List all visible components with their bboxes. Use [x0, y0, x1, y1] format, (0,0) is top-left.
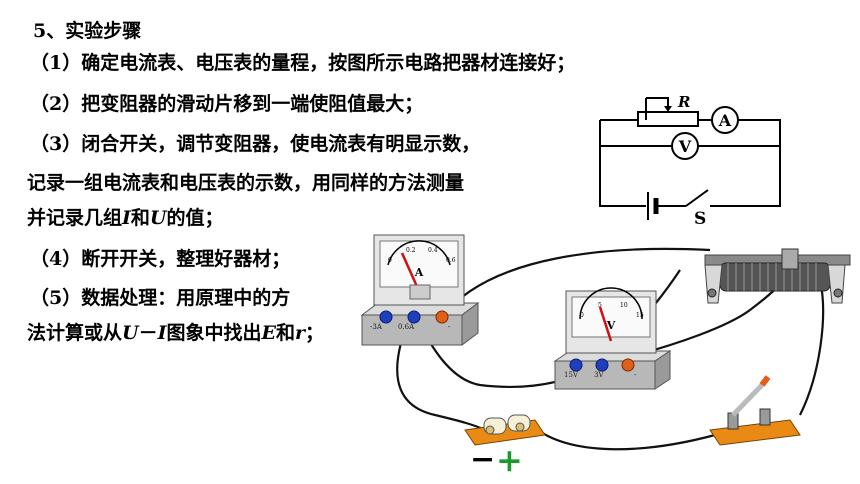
dash: －: [138, 322, 158, 344]
symbol-r: r: [295, 322, 306, 344]
apparatus-illustration: A 0 0.2 0.4 0.6 -3A 0.6A - V 0 5 10 15 1…: [360, 234, 851, 479]
switch-handle: [759, 375, 771, 387]
voltmeter-scale-1: 5: [598, 302, 602, 309]
ammeter-unit: A: [414, 266, 424, 279]
symbol-i: I: [157, 322, 167, 344]
resistor-label: R: [677, 93, 690, 111]
symbol-e: E: [261, 322, 276, 344]
step-3-text-b: 的值；: [166, 207, 224, 229]
ammeter-terminal-label-1: -3A: [370, 323, 383, 331]
voltmeter-symbol: [671, 132, 699, 160]
ammeter-label: A: [718, 111, 732, 130]
voltmeter-terminal-15v: [569, 358, 583, 372]
step-1: （1）确定电流表、电压表的量程，按图所示电路把器材连接好；: [30, 52, 576, 74]
ammeter-scale-0: 0: [388, 257, 392, 264]
step-2: （2）把变阻器的滑动片移到一端使阻值最大；: [30, 93, 424, 115]
ammeter-terminal-minus: [435, 310, 449, 324]
switch-label: S: [694, 209, 706, 229]
step-3-line-2: 记录一组电流表和电压表的示数，用同样的方法测量: [27, 172, 465, 194]
symbol-u: U: [149, 207, 167, 229]
step-5-line-1: （5）数据处理：用原理中的方: [30, 287, 291, 309]
step-3-line-3: 并记录几组I和U的值；: [27, 207, 224, 229]
voltmeter-terminal-minus: [621, 358, 635, 372]
ammeter-scale-1: 0.2: [406, 247, 416, 254]
voltmeter: V 0 5 10 15 15V 3V -: [553, 287, 672, 390]
rheostat: [704, 248, 851, 304]
step-5-text-and: 和: [276, 322, 296, 344]
voltmeter-scale-2: 10: [620, 302, 628, 309]
voltmeter-unit: V: [606, 319, 616, 332]
step-3-text-a: 并记录几组: [27, 207, 123, 229]
rheostat-slider: [781, 248, 799, 270]
switch-symbol: [685, 189, 709, 207]
voltmeter-needle: [598, 306, 613, 342]
circuit-schematic: A V R S: [599, 93, 781, 229]
step-3-line-1: （3）闭合开关，调节变阻器，使电流表有明显示数，: [30, 133, 481, 155]
step-3-text-and: 和: [130, 207, 150, 229]
ammeter-terminal-3a: [379, 310, 393, 324]
symbol-u: U: [122, 322, 139, 344]
ammeter-terminal-label-3: -: [448, 323, 451, 331]
voltmeter-terminal-label-2: 3V: [594, 371, 604, 379]
voltmeter-label: V: [678, 137, 692, 156]
ammeter: A 0 0.2 0.4 0.6 -3A 0.6A -: [360, 234, 480, 346]
voltmeter-terminal-3v: [595, 358, 609, 372]
knife-switch: [709, 375, 801, 446]
ammeter-scale-3: 0.6: [446, 257, 456, 264]
ammeter-symbol: [711, 106, 739, 134]
voltmeter-terminal-label-3: -: [634, 371, 637, 379]
ammeter-terminal-label-2: 0.6A: [398, 323, 415, 331]
battery-minus-sign: −: [470, 442, 495, 477]
battery-plus-sign: +: [496, 441, 523, 479]
section-title: 5、实验步骤: [33, 20, 142, 42]
voltmeter-scale-3: 15: [636, 312, 644, 319]
battery-holder: − +: [464, 414, 546, 479]
step-5-line-2: 法计算或从U－I图象中找出E和r；: [27, 322, 324, 344]
voltmeter-scale-0: 0: [580, 312, 584, 319]
ammeter-terminal-06a: [407, 310, 421, 324]
step-5-text-end: ；: [305, 322, 325, 344]
switch-blade: [731, 383, 764, 417]
step-5-text-b: 图象中找出: [166, 322, 262, 344]
voltmeter-terminal-label-1: 15V: [564, 371, 579, 379]
step-5-text-a: 法计算或从: [27, 322, 123, 344]
symbol-i: I: [122, 207, 131, 229]
step-4: （4）断开开关，整理好器材；: [30, 248, 291, 270]
ammeter-scale-2: 0.4: [428, 247, 438, 254]
